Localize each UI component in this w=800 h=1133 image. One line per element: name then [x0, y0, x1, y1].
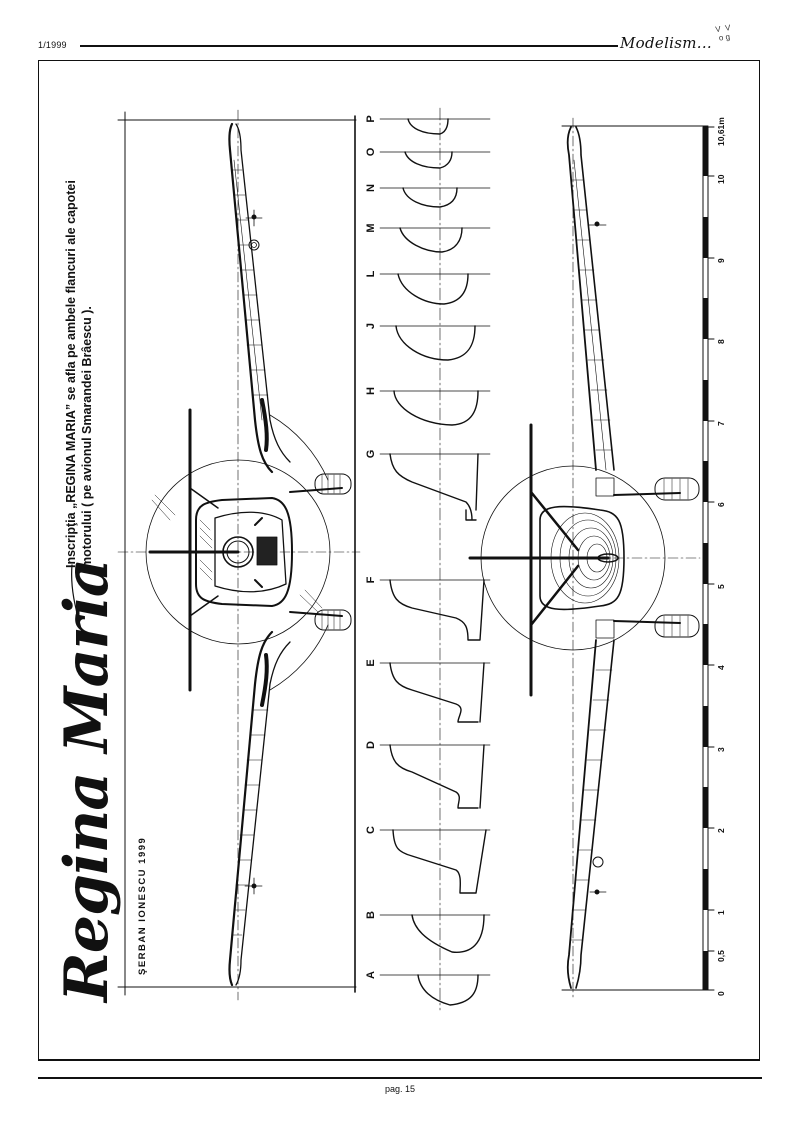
section-label-d: D: [365, 741, 377, 749]
scale-label-9: 9: [716, 258, 726, 263]
section-label-m: M: [365, 223, 377, 233]
section-label-e: E: [365, 659, 377, 667]
note-leader-line: [71, 564, 85, 641]
inscription-note-line2: motorului ( pe avionul Smarandei Brâescu…: [80, 306, 94, 568]
scale-label-6: 6: [716, 502, 726, 507]
front-view-wing-lower: [228, 630, 291, 987]
scale-label-10: 10: [716, 174, 726, 184]
top-view-fuselage: [468, 423, 700, 697]
scale-label-0-5: 0,5: [716, 950, 726, 962]
front-view-wing-upper: [228, 122, 291, 474]
section-label-n: N: [365, 184, 377, 192]
drawing-title: Regina Maria: [52, 559, 122, 1002]
author-credit: ŞERBAN IONESCU 1999: [137, 836, 148, 975]
section-label-j: J: [365, 322, 377, 330]
section-label-g: G: [365, 449, 377, 459]
scale-label-3: 3: [716, 747, 726, 752]
top-view-wing-upper: [566, 126, 615, 497]
scale-label-2: 2: [716, 828, 726, 833]
fuselage-sections: [379, 118, 491, 1006]
front-view-fuselage: [145, 408, 352, 692]
footer-rule: [38, 1077, 762, 1079]
drawing-frame: [38, 60, 760, 1061]
front-view-dimension-frame: [117, 109, 361, 1001]
header-rule: [80, 45, 618, 47]
scale-label-7: 7: [716, 421, 726, 426]
issue-number: 1/1999: [38, 40, 67, 50]
scale-label-5: 5: [716, 584, 726, 589]
inscription-note-line1: Inscripţia „REGINA MARIA” se afla pe amb…: [64, 180, 78, 568]
section-label-f: F: [365, 576, 377, 584]
scale-label-0: 0: [716, 991, 726, 996]
section-label-b: B: [365, 911, 377, 919]
section-label-o: O: [365, 147, 377, 157]
section-label-c: C: [365, 826, 377, 834]
section-label-l: L: [365, 270, 377, 278]
scale-label-4: 4: [716, 665, 726, 670]
scale-label-10-61m: 10,61m: [716, 117, 726, 146]
scale-label-8: 8: [716, 339, 726, 344]
section-label-h: H: [365, 387, 377, 395]
scale-label-1: 1: [716, 910, 726, 915]
page-number: pag. 15: [384, 1084, 416, 1094]
top-view-wing-lower: [566, 619, 615, 989]
scale-bar: [702, 126, 715, 991]
section-label-a: A: [365, 971, 377, 979]
magazine-brand: Modelism...: [620, 34, 712, 52]
section-label-p: P: [365, 115, 377, 123]
